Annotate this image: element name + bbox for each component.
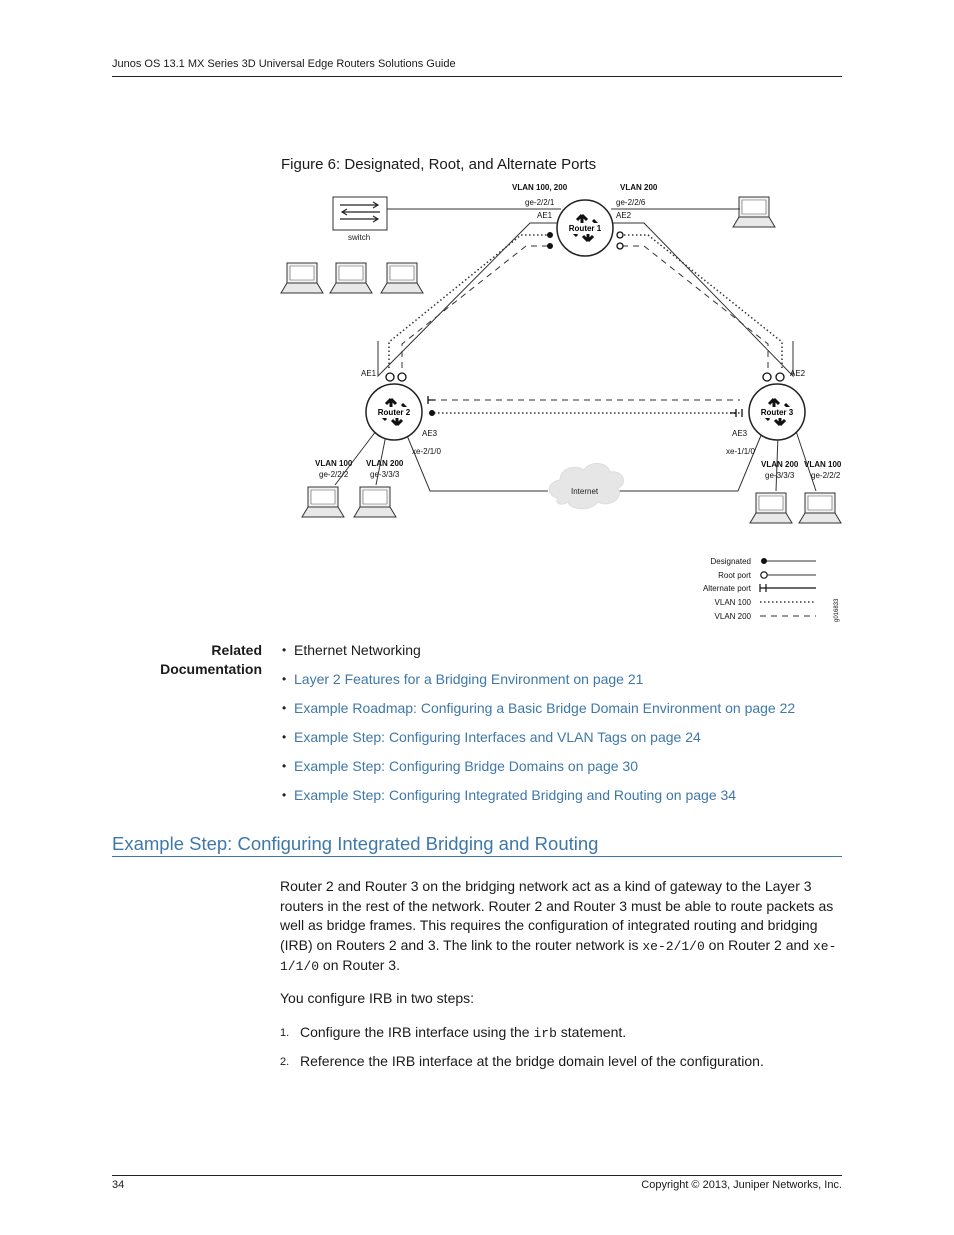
related-link[interactable]: Layer 2 Features for a Bridging Environm… [282,670,795,699]
svg-text:VLAN 200: VLAN 200 [761,460,799,469]
router-3-icon: Router 3 [748,383,806,441]
router-2-icon: Router 2 [365,383,423,441]
svg-text:ge-2/2/6: ge-2/2/6 [616,198,646,207]
svg-text:AE2: AE2 [616,211,632,220]
svg-text:Router 1: Router 1 [569,224,602,233]
svg-text:ge-2/2/2: ge-2/2/2 [319,470,349,479]
svg-text:ge-2/2/1: ge-2/2/1 [525,198,555,207]
svg-text:AE3: AE3 [422,429,438,438]
svg-text:xe-1/1/0: xe-1/1/0 [726,447,755,456]
network-diagram: switch [280,183,842,622]
svg-text:Router 2: Router 2 [378,408,411,417]
svg-text:AE3: AE3 [732,429,748,438]
related-link[interactable]: Example Step: Configuring Integrated Bri… [282,786,795,815]
laptop-icon [749,492,793,524]
svg-text:Root port: Root port [718,571,752,580]
svg-text:AE1: AE1 [537,211,553,220]
section-title: Example Step: Configuring Integrated Bri… [112,833,599,854]
svg-text:xe-2/1/0: xe-2/1/0 [412,447,441,456]
switch-label: switch [348,233,370,242]
list-item: 2.Reference the IRB interface at the bri… [280,1053,764,1069]
steps-list: 1.Configure the IRB interface using the … [280,1023,764,1081]
svg-text:VLAN 100, 200: VLAN 100, 200 [512,183,568,192]
svg-text:Alternate port: Alternate port [703,584,752,593]
related-link[interactable]: Example Step: Configuring Bridge Domains… [282,757,795,786]
list-item: Ethernet Networking [282,641,795,670]
svg-text:ge-2/2/2: ge-2/2/2 [811,471,841,480]
laptop-icon [732,196,776,228]
related-link[interactable]: Example Step: Configuring Interfaces and… [282,728,795,757]
svg-text:g016833: g016833 [834,598,840,622]
laptop-icon [380,262,424,294]
svg-text:Designated: Designated [711,557,751,566]
svg-text:VLAN 200: VLAN 200 [366,459,404,468]
laptop-icon [353,486,397,518]
laptop-icon [301,486,345,518]
related-documentation-list: Ethernet Networking Layer 2 Features for… [282,641,795,815]
copyright: Copyright © 2013, Juniper Networks, Inc. [641,1179,842,1191]
svg-text:Router 3: Router 3 [761,408,794,417]
body-paragraph: You configure IRB in two steps: [280,990,475,1006]
svg-text:ge-3/3/3: ge-3/3/3 [765,471,795,480]
diagram-legend: Designated Root port Alternate port VLAN… [703,557,840,622]
section-rule [112,856,842,857]
related-link[interactable]: Example Roadmap: Configuring a Basic Bri… [282,699,795,728]
header-rule [112,76,842,77]
running-header: Junos OS 13.1 MX Series 3D Universal Edg… [112,58,456,70]
list-item: 1.Configure the IRB interface using the … [280,1024,627,1041]
switch-icon: switch [332,196,388,242]
svg-text:VLAN 100: VLAN 100 [315,459,353,468]
internet-cloud: Internet [548,463,625,510]
laptop-icon [329,262,373,294]
laptop-icon [280,262,324,294]
router-1-icon: Router 1 [556,199,614,257]
laptop-icon [798,492,842,524]
figure-title: Figure 6: Designated, Root, and Alternat… [281,156,597,173]
body-paragraph: Router 2 and Router 3 on the bridging ne… [280,878,837,975]
related-documentation-label: Related Documentation [160,642,262,677]
svg-text:Internet: Internet [571,487,599,496]
page-number: 34 [112,1179,125,1191]
svg-text:VLAN 100: VLAN 100 [715,598,752,607]
svg-text:AE1: AE1 [361,369,377,378]
svg-text:VLAN 100: VLAN 100 [804,460,842,469]
footer-rule [112,1175,842,1176]
svg-text:VLAN 200: VLAN 200 [620,183,658,192]
svg-text:VLAN 200: VLAN 200 [715,612,752,621]
svg-text:AE2: AE2 [790,369,806,378]
svg-text:ge-3/3/3: ge-3/3/3 [370,470,400,479]
